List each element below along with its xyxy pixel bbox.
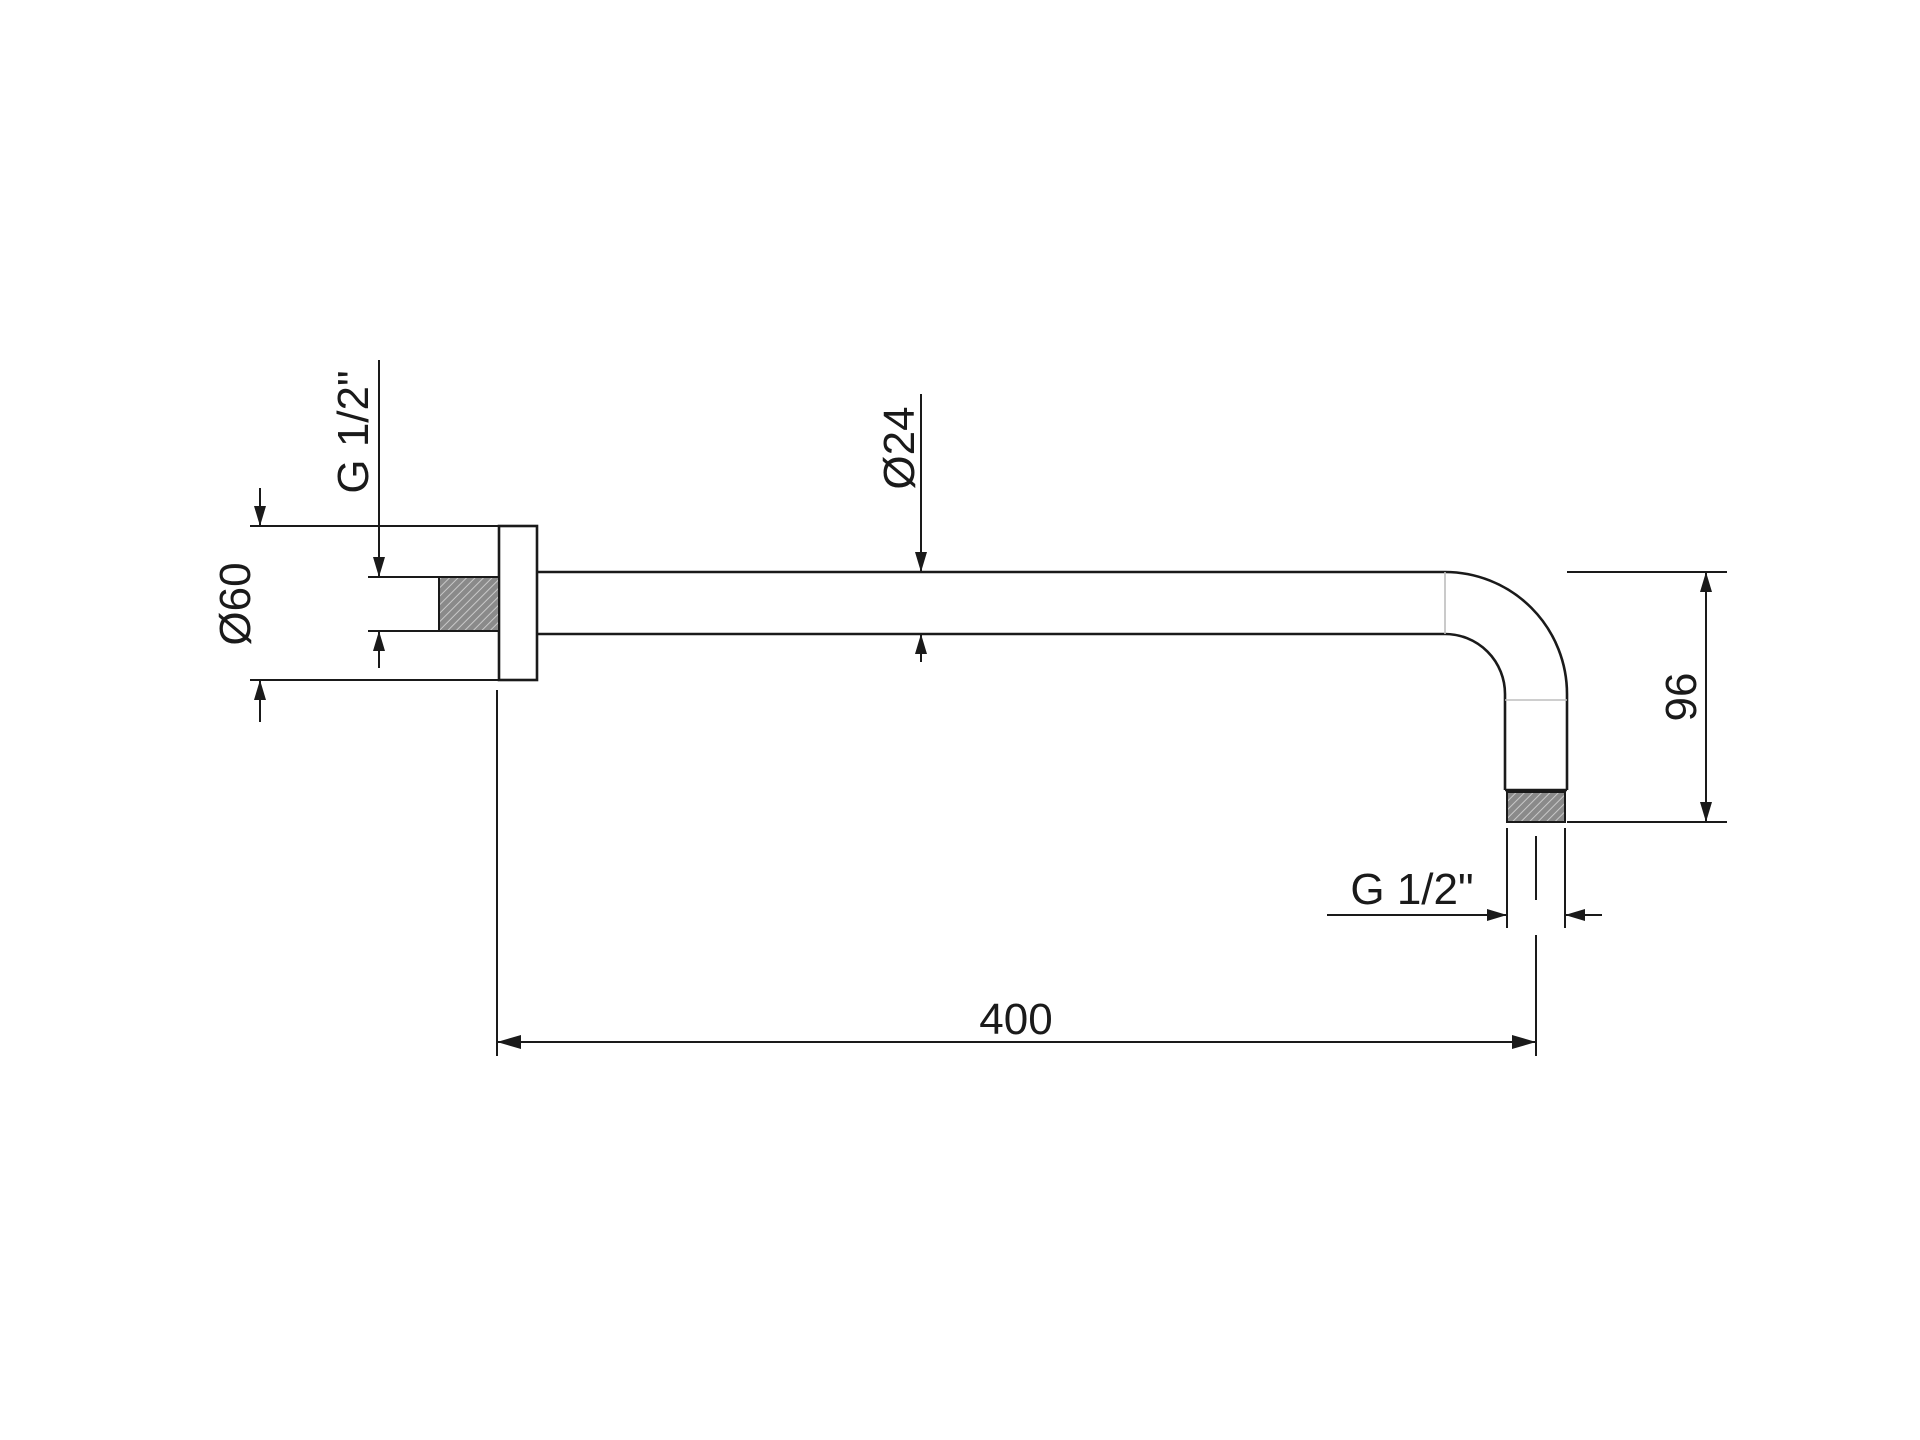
flange-diameter-label: Ø60 [211, 562, 260, 645]
wall-flange [497, 524, 539, 682]
outlet-thread [1506, 791, 1566, 823]
dimension-arm-diameter: Ø24 [875, 394, 927, 662]
elbow-outer [1444, 570, 1569, 790]
dimension-flange-diameter: Ø60 [211, 488, 499, 722]
dimension-projection: 400 [496, 690, 1537, 1056]
drop-height-label: 96 [1657, 673, 1706, 722]
elbow-inner [1444, 632, 1507, 790]
arm-diameter-label: Ø24 [875, 406, 924, 489]
inlet-thread-label: G 1/2" [329, 370, 378, 493]
projection-label: 400 [979, 995, 1052, 1044]
outlet-thread-label: G 1/2" [1350, 865, 1473, 914]
dimension-drop-height: 96 [1567, 571, 1727, 823]
dimension-inlet-thread: G 1/2" [329, 360, 439, 668]
inlet-thread [438, 576, 500, 632]
dimension-outlet-thread: G 1/2" [1327, 828, 1602, 928]
shower-arm [438, 524, 1569, 823]
